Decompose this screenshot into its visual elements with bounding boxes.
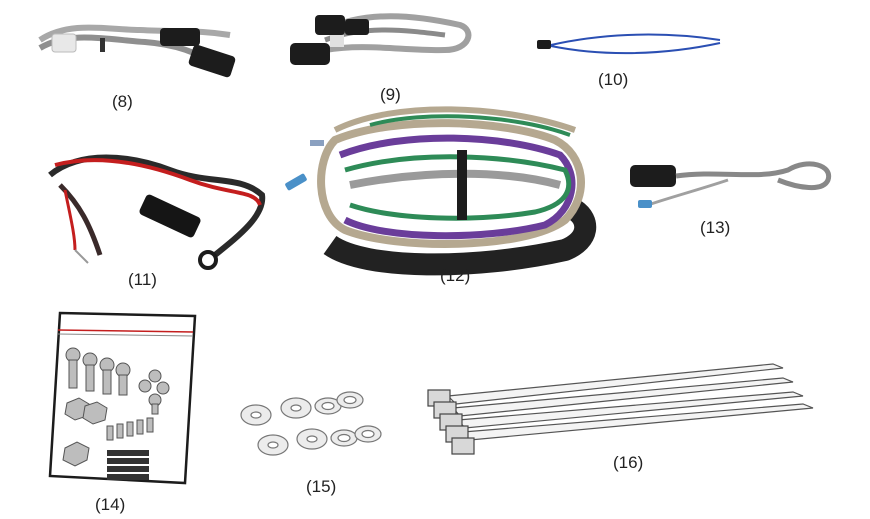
part-13-label: (13) <box>700 218 731 237</box>
washers-15-icon <box>240 391 382 456</box>
part-12-label: (12) <box>440 266 471 285</box>
power-harness-11-icon <box>48 154 266 270</box>
wire-harness-9-icon <box>290 13 472 65</box>
part-8-label: (8) <box>112 92 133 111</box>
part-14-label: (14) <box>95 495 126 514</box>
adapter-lead-13-icon <box>630 161 832 208</box>
cable-ties-16-icon <box>427 363 814 455</box>
wire-harness-8-icon <box>38 24 236 78</box>
part-10 <box>535 25 730 65</box>
part-12 <box>275 100 605 276</box>
part-16-label: (16) <box>613 453 644 472</box>
part-11 <box>40 145 270 270</box>
part-15 <box>238 390 388 460</box>
part-9-label: (9) <box>380 85 401 104</box>
part-10-label: (10) <box>598 70 629 89</box>
part-16 <box>418 356 818 466</box>
part-8 <box>30 10 240 100</box>
jumper-wire-10-icon <box>537 33 721 55</box>
part-15-label: (15) <box>306 477 337 496</box>
hardware-bag-14-icon <box>48 311 197 485</box>
main-harness-12-icon <box>285 106 597 276</box>
part-13 <box>628 150 838 220</box>
part-14 <box>45 308 200 488</box>
part-9 <box>285 5 485 80</box>
part-11-label: (11) <box>128 270 157 289</box>
